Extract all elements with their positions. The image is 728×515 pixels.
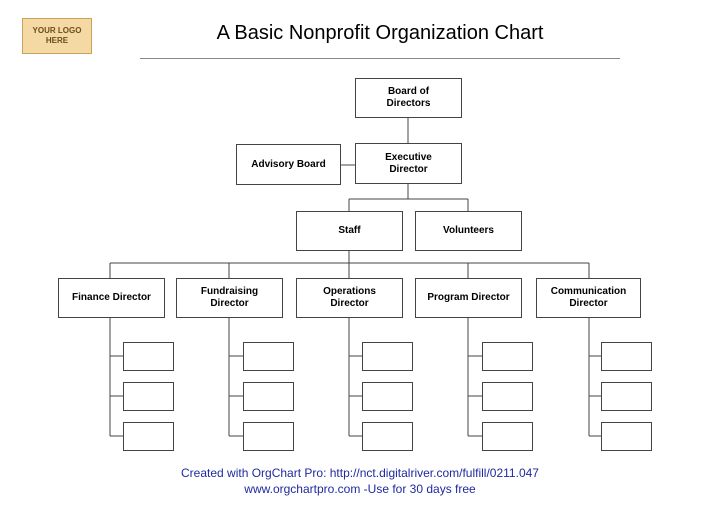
node-fundraising-line-2: Director (210, 298, 249, 309)
logo-line-2: HERE (45, 36, 69, 45)
node-operations-line-2: Director (330, 298, 369, 309)
node-volunteers-label: Volunteers (443, 225, 494, 236)
node-staff[interactable]: Staff (296, 211, 403, 251)
node-communication-director[interactable]: Communication Director (536, 278, 641, 318)
node-operations-director[interactable]: Operations Director (296, 278, 403, 318)
node-board-line-1: Board of (387, 86, 430, 97)
empty-box-finance-3[interactable] (123, 422, 174, 451)
empty-box-operations-3[interactable] (362, 422, 413, 451)
empty-box-communication-1[interactable] (601, 342, 652, 371)
empty-box-operations-2[interactable] (362, 382, 413, 411)
empty-box-finance-1[interactable] (123, 342, 174, 371)
node-volunteers[interactable]: Volunteers (415, 211, 522, 251)
node-communication-line-2: Director (569, 298, 608, 309)
node-operations-line-1: Operations (323, 286, 376, 297)
node-executive-line-1: Executive (385, 151, 432, 163)
empty-box-communication-3[interactable] (601, 422, 652, 451)
node-finance-director[interactable]: Finance Director (58, 278, 165, 318)
empty-box-operations-1[interactable] (362, 342, 413, 371)
empty-box-program-2[interactable] (482, 382, 533, 411)
node-advisory-board[interactable]: Advisory Board (236, 144, 341, 185)
logo-placeholder: YOUR LOGO HERE (22, 18, 92, 54)
footer-website-line: www.orgchartpro.com -Use for 30 days fre… (244, 482, 476, 496)
node-fundraising-director[interactable]: Fundraising Director (176, 278, 283, 318)
node-program-director[interactable]: Program Director (415, 278, 522, 318)
node-program-label: Program Director (427, 292, 510, 303)
node-communication-line-1: Communication (550, 286, 627, 297)
node-staff-label: Staff (338, 225, 361, 236)
empty-box-finance-2[interactable] (123, 382, 174, 411)
empty-box-fundraising-1[interactable] (243, 342, 294, 371)
node-fundraising-line-1: Fundraising (200, 286, 259, 297)
node-board-line-2: Directors (386, 98, 431, 109)
node-executive-director[interactable]: Executive Director (355, 143, 462, 184)
footer-credit-line: Created with OrgChart Pro: http://nct.di… (181, 466, 539, 480)
empty-box-program-3[interactable] (482, 422, 533, 451)
empty-box-fundraising-2[interactable] (243, 382, 294, 411)
node-board-of-directors[interactable]: Board of Directors (355, 78, 462, 118)
node-advisory-label: Advisory Board (251, 158, 326, 170)
empty-box-program-1[interactable] (482, 342, 533, 371)
node-finance-label: Finance Director (72, 292, 151, 303)
node-executive-line-2: Director (389, 163, 428, 175)
logo-line-1: YOUR LOGO (32, 26, 82, 35)
empty-box-fundraising-3[interactable] (243, 422, 294, 451)
empty-box-communication-2[interactable] (601, 382, 652, 411)
title-divider (140, 58, 620, 59)
page-title: A Basic Nonprofit Organization Chart (216, 22, 544, 44)
